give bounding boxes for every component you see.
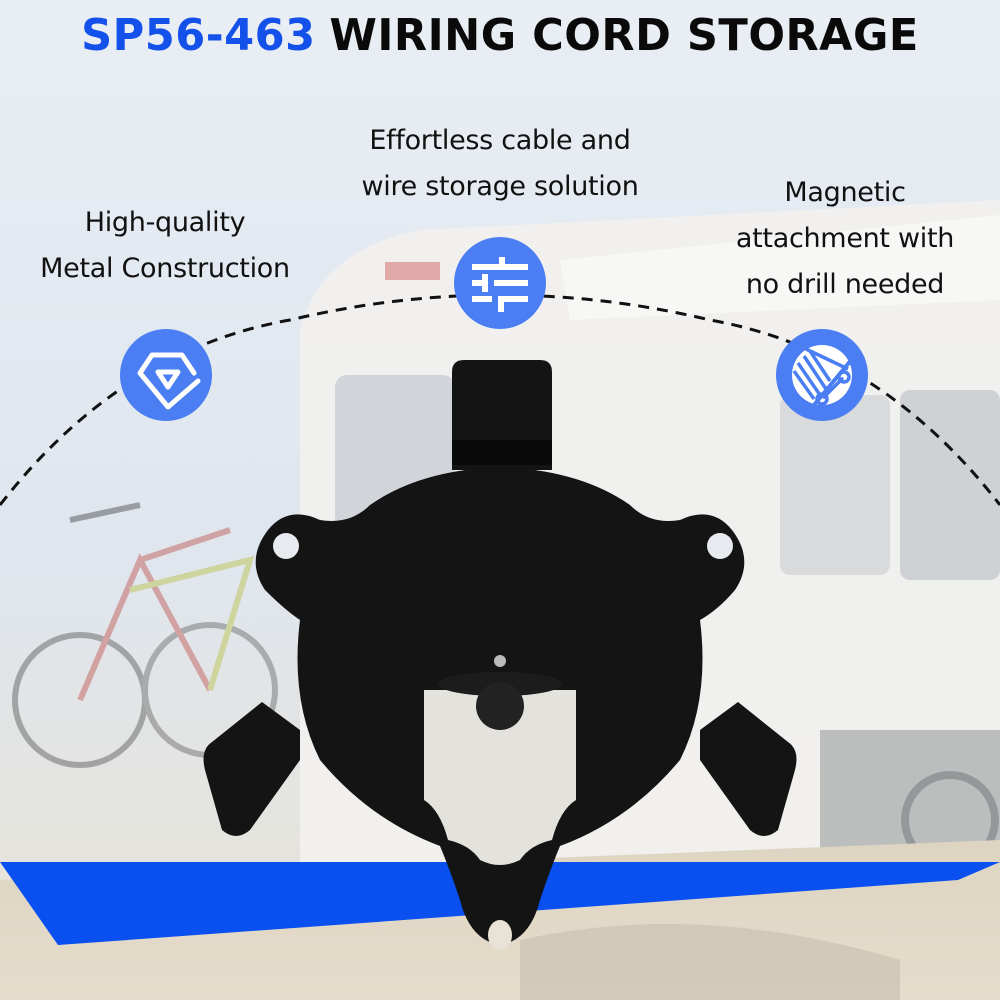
feature-line: no drill needed — [745, 269, 945, 300]
feature-line: Magnetic — [784, 177, 906, 208]
feature-line: attachment with — [735, 223, 955, 254]
feature-magnetic-label: Magnetic attachment with no drill needed — [700, 170, 990, 308]
feature-line: High-quality — [84, 207, 246, 238]
product-sku: SP56-463 — [81, 10, 316, 61]
page-title: SP56-463 WIRING CORD STORAGE — [10, 10, 990, 61]
no-drill-wrench-icon — [776, 329, 868, 421]
feature-line: wire storage solution — [361, 171, 639, 202]
feature-metal-label: High-quality Metal Construction — [10, 200, 320, 292]
feature-storage-label: Effortless cable and wire storage soluti… — [330, 118, 670, 210]
feature-line: Effortless cable and — [369, 125, 631, 156]
sliders-icon — [454, 237, 546, 329]
product-name: WIRING CORD STORAGE — [329, 10, 919, 61]
feature-line: Metal Construction — [40, 253, 290, 284]
diamond-icon — [120, 329, 212, 421]
